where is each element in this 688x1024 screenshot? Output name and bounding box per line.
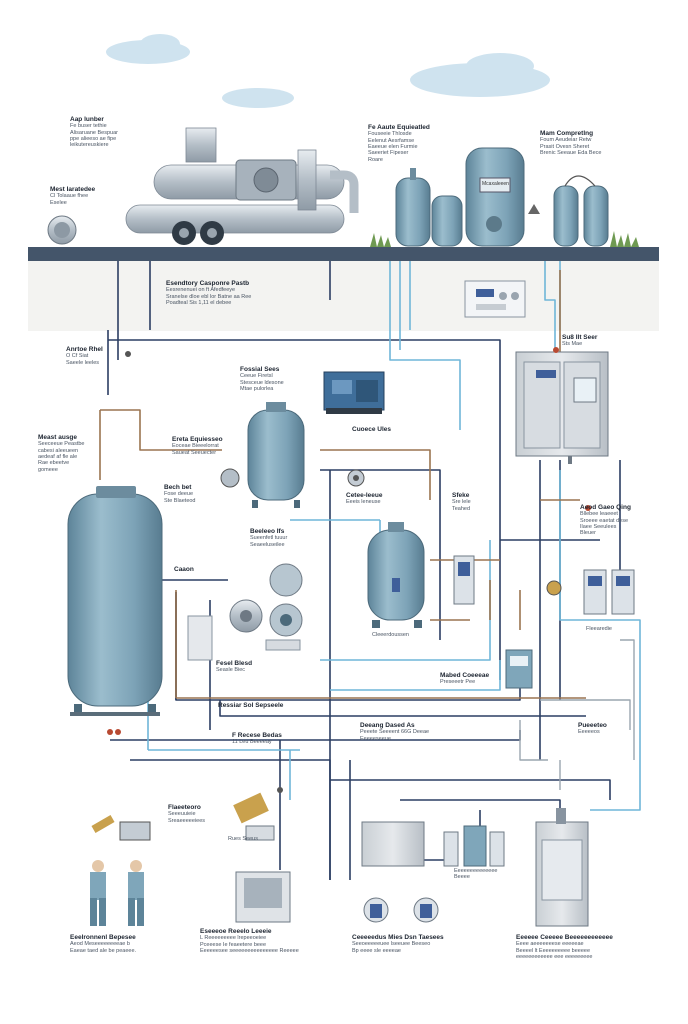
dosing-panel-label: Deeang Dased As Peeete Seeeent 66G Deeae… xyxy=(360,722,430,742)
operators-figures xyxy=(90,860,144,926)
pump-block-label: Fesel Blesd Seasle Biec xyxy=(216,660,253,674)
pump-assembly xyxy=(187,563,303,661)
blower-unit xyxy=(323,371,385,414)
field-tank xyxy=(220,402,305,508)
distribution-path-label: Esendtory Casponre Pastb Eesrenenuei on … xyxy=(166,280,252,307)
ground-platform xyxy=(28,231,659,331)
blower-unit-label: Cuoece Ules xyxy=(352,426,392,433)
power-board-label: Fleearedie xyxy=(586,626,612,632)
flow-feed-label: Anrtoe Rhel O Cf Siat Saeele leeles xyxy=(66,346,103,366)
buffer-label: Bech bet Fose deeue Ste Blaeteod xyxy=(164,484,196,504)
filter-loop-label: Cetee-leeue Eeeis leneuse xyxy=(346,492,383,506)
fitting-tools-label: Rues Seeus xyxy=(228,836,258,842)
surface-tanks xyxy=(395,147,609,247)
recovery-unit-label: Eseeeoe Reeelo Leeeie L Reeeeeeeee lrepe… xyxy=(200,928,299,955)
loop-tank-label: Cleeerdoussen xyxy=(372,632,409,638)
main-compressor-label: Mam Compretlng Foum Aeudeiar Retw Prasit… xyxy=(540,130,602,157)
tank-panel-readout: Mcaxaleeen xyxy=(482,181,509,187)
flow-cluster-label: F Recese Bedas 11 Leu Beeeeay xyxy=(232,732,282,746)
air-intake-label: Aap lunber Fe buser tethie Alisaruane Be… xyxy=(70,116,119,149)
aerated-gas-label: Aeod Gaeo Qing Bllebee leaeeet Sroeee ea… xyxy=(580,504,631,537)
pressure-vessel xyxy=(347,469,425,628)
sensor-units xyxy=(453,555,635,689)
main-storage-tank xyxy=(67,486,163,716)
meter-assembly-label: Mest Iaratedee Cl Tolaaue fhee Eselee xyxy=(50,186,96,206)
valves xyxy=(107,347,591,793)
operators-label: Eeelronnenl Bepesee Aeod Meseeeeeeeeae b… xyxy=(70,934,137,954)
bottom-equipment xyxy=(91,792,589,927)
clouds xyxy=(106,34,550,108)
control-cabinet-label: Eeeeee Ceeeee Beeeeeeeeeeee Eeee aeeeeee… xyxy=(516,934,613,961)
flow-meter-line-label: Ressiar Sol Sepseele xyxy=(218,702,284,709)
processing-equipment-label: Fe Aaute Equieatled Fouseeie Thlosde Eel… xyxy=(368,124,430,163)
small-control-panel xyxy=(464,280,526,318)
fittings-label: Flaeeteoro Seeeuuieie Sreaeeeeeiees xyxy=(168,804,206,824)
sensor-unit-label: Mabed Coeeeae Preseeetr Pee xyxy=(440,672,490,686)
electrical-cabinet xyxy=(515,351,609,464)
pressure-vessel-label: Beeleeo Ifs Sueenfetl tuuur Seaeeluseile… xyxy=(250,528,288,548)
coolant-label: Caaon xyxy=(174,566,194,573)
protective-label: Pueeeteo Eeeeeos xyxy=(578,722,607,736)
surface-compressor-skid xyxy=(47,127,359,245)
field-tank-label: Fossial Sees Ceeue Firetsl Stesceue ldes… xyxy=(240,366,284,393)
pump-stage-label: Ereta Equiesseo Eoceae Bieeelorrat Sauea… xyxy=(172,436,223,456)
side-valve-label: Su8 Ilt Seer Sts Mae xyxy=(562,334,598,348)
sensor-pair-label: Sfeke Sre lele Teahed xyxy=(452,492,471,512)
main-storage-label: Meast ausge Seeceeue Peastbe cabesi alee… xyxy=(38,434,85,473)
check-valve-label: Eeeeeeeeeeeeee Beeee xyxy=(454,868,498,881)
water-treatment-label: Ceeeeedus Mies Dsn Taesees Seeoeeeeeuee … xyxy=(352,934,444,954)
